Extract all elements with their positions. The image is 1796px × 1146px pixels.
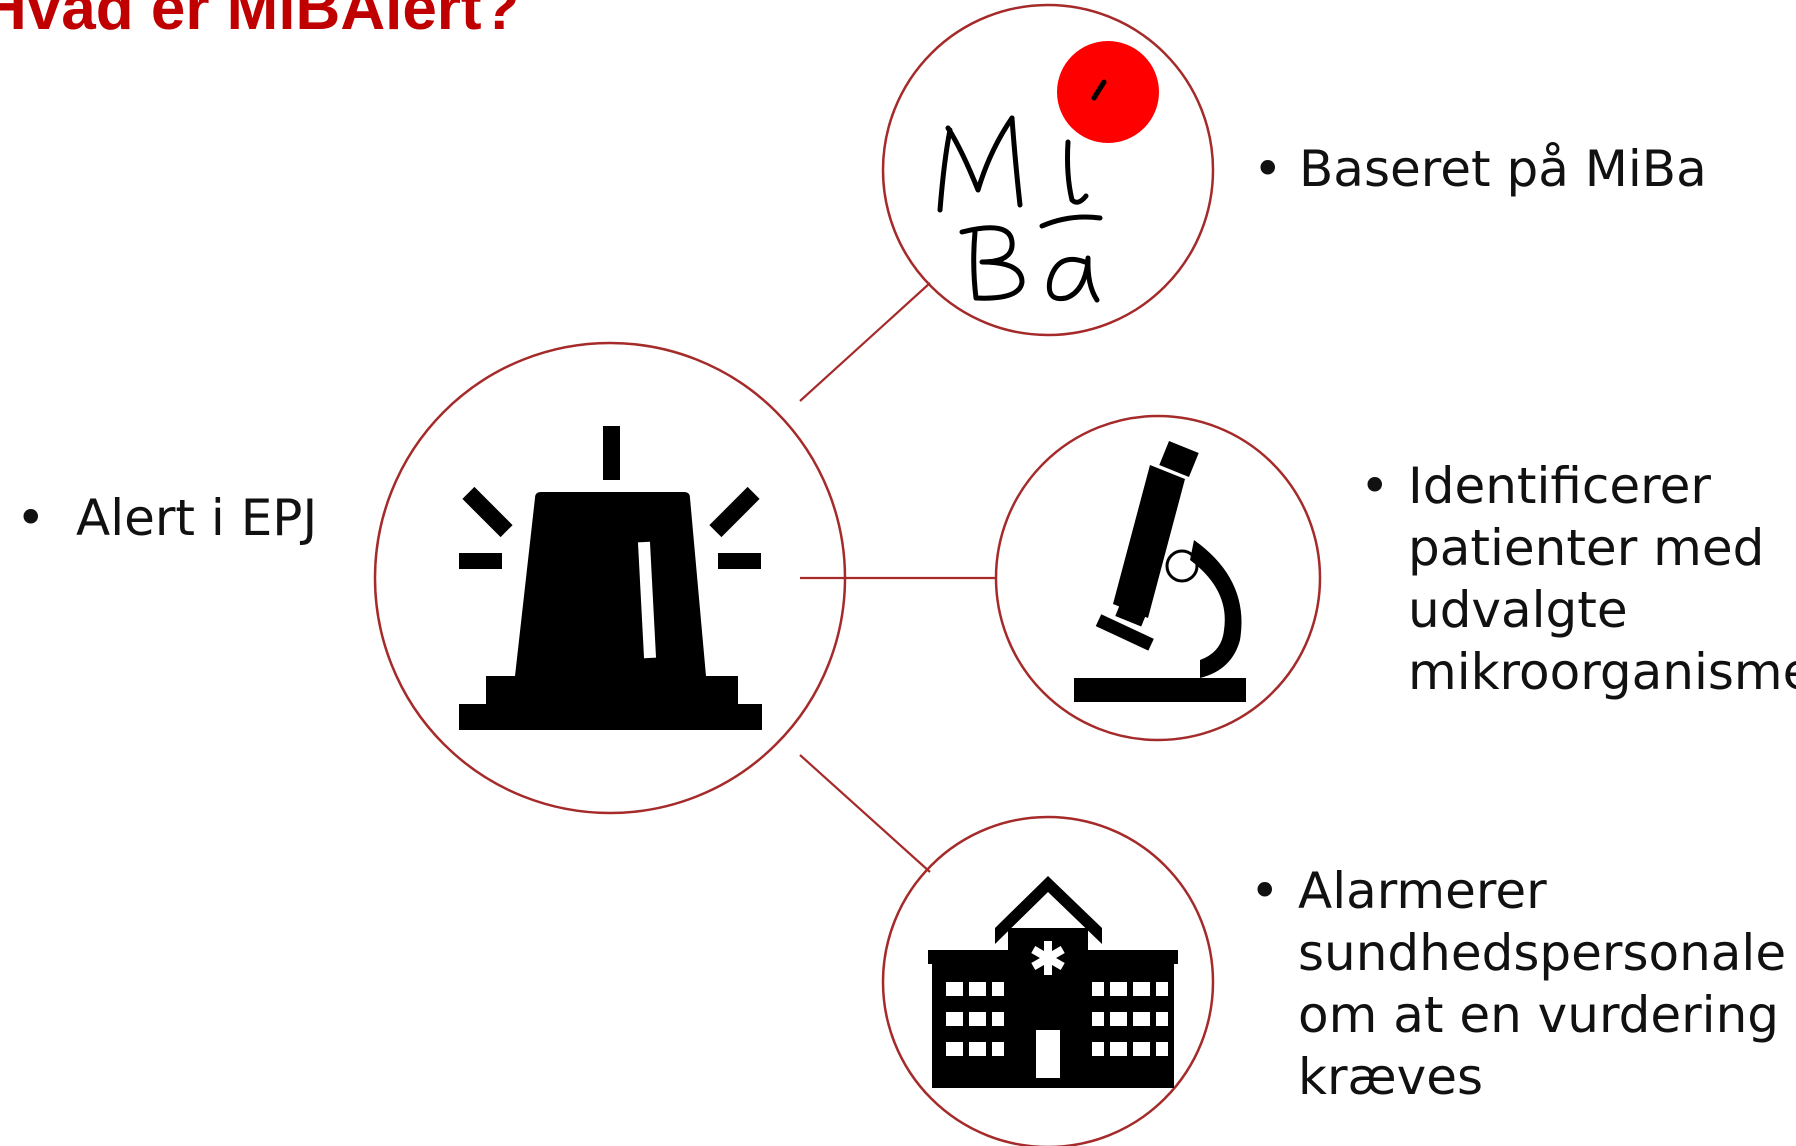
- bullet-microorganisms: • Identificerer patienter med udvalgte m…: [1360, 455, 1796, 703]
- bullet-alarm: • Alarmerer sundhedspersonale om at en v…: [1250, 860, 1786, 1108]
- bullet-dot: •: [1250, 862, 1280, 920]
- miba-logo-accent: [1091, 79, 1107, 101]
- connector-top: [799, 282, 931, 402]
- siren-circle: [373, 341, 847, 815]
- miba-circle: [881, 3, 1215, 337]
- page-title-text: Hvad er MiBAlert?: [0, 0, 520, 43]
- hospital-circle: [881, 815, 1215, 1146]
- bullet-miba-text: Baseret på MiBa: [1299, 140, 1707, 198]
- miba-logo: [937, 41, 1159, 303]
- bullet-alert-epj: • Alert i EPJ: [16, 487, 317, 549]
- hospital-icon: [928, 876, 1178, 1088]
- bullet-microorganisms-text: Identificerer patienter med udvalgte mik…: [1408, 457, 1796, 701]
- miba-logo-red-dot: [1057, 41, 1159, 143]
- bullet-dot: •: [1253, 140, 1283, 198]
- bullet-dot: •: [1360, 457, 1390, 515]
- microscope-circle: [994, 414, 1322, 742]
- microscope-icon: [1074, 440, 1246, 702]
- bullet-alert-epj-text: Alert i EPJ: [76, 489, 318, 547]
- connector-bottom: [799, 754, 931, 873]
- bullet-dot: •: [16, 489, 46, 547]
- siren-icon: [459, 426, 762, 730]
- bullet-miba: • Baseret på MiBa: [1253, 138, 1707, 200]
- page-title: Hvad er MiBAlert?: [0, 0, 519, 40]
- bullet-alarm-text: Alarmerer sundhedspersonale om at en vur…: [1298, 862, 1787, 1106]
